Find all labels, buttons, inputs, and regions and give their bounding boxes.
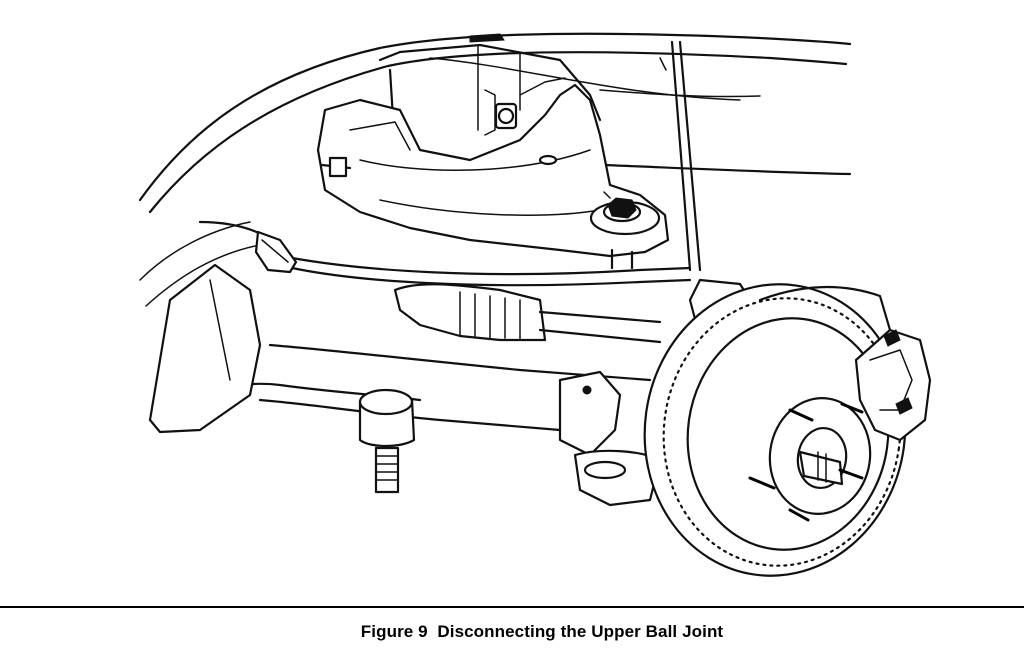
wheel-studs — [748, 402, 864, 522]
brake-rotor — [643, 283, 907, 577]
brake-caliper — [758, 285, 932, 442]
upper-ball-joint — [589, 191, 661, 270]
tool-rod — [659, 40, 702, 272]
line-drawing — [138, 32, 932, 577]
lower-control-arm — [558, 370, 662, 507]
tie-rod-end — [358, 388, 416, 494]
upper-control-arm — [316, 77, 670, 258]
pivot-bolts — [320, 89, 518, 178]
caption-divider — [0, 606, 1024, 608]
figure-caption: Figure 9 Disconnecting the Upper Ball Jo… — [360, 622, 724, 641]
